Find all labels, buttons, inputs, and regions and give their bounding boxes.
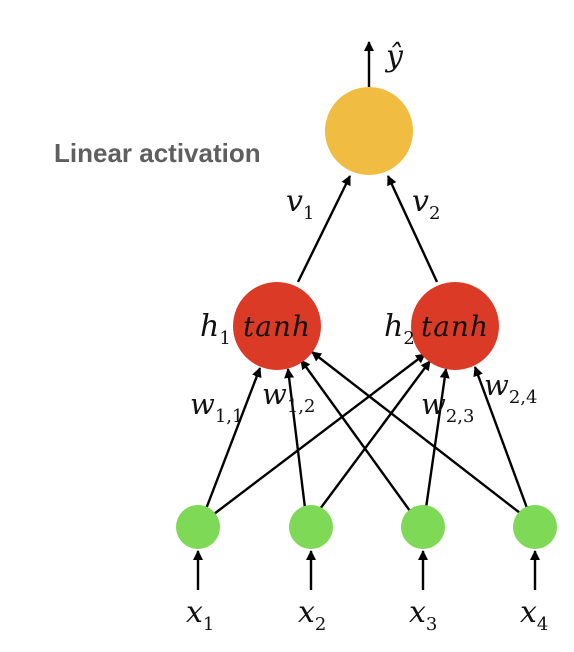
activation-label-h1: tanh — [243, 310, 311, 343]
input-label-x3: x3 — [409, 595, 437, 635]
input-node-x2 — [289, 505, 333, 549]
edges-layer — [193, 41, 540, 590]
edge-h2-output — [386, 175, 439, 283]
edge-x2-h1 — [284, 368, 307, 509]
nodes-layer — [176, 87, 557, 549]
edge-x3-h2 — [424, 368, 450, 509]
edge-h1-output — [296, 175, 352, 283]
hidden-node-h1 — [233, 282, 321, 370]
labels-layer: Linear activation ŷ v1 v2 h1 h2 tanh tan… — [54, 39, 548, 635]
weight-w23-label: w2,3 — [421, 387, 474, 427]
edge-x4-h1 — [311, 351, 521, 514]
weight-w11-label: w1,1 — [190, 387, 243, 427]
weight-v1-label: v1 — [286, 184, 314, 224]
edge-x3-h1 — [300, 359, 411, 512]
activation-label-h2: tanh — [421, 310, 489, 343]
edge-x4-h2 — [473, 366, 529, 509]
output-label: ŷ — [384, 39, 404, 74]
edge-x1-h2 — [213, 353, 426, 515]
hidden-label-h2: h2 — [384, 309, 415, 349]
hidden-node-h2 — [411, 282, 499, 370]
linear-activation-label: Linear activation — [54, 138, 261, 168]
output-node — [325, 87, 413, 175]
hidden-label-h1: h1 — [200, 309, 231, 349]
edge-x2-h2 — [319, 360, 431, 510]
input-label-x4: x4 — [520, 595, 548, 635]
weight-w24-label: w2,4 — [484, 368, 537, 408]
weight-w12-label: w1,2 — [262, 377, 315, 417]
input-label-x2: x2 — [298, 595, 326, 635]
input-node-x1 — [176, 505, 220, 549]
input-node-x4 — [513, 505, 557, 549]
input-node-x3 — [401, 505, 445, 549]
edge-x1-h1 — [204, 367, 262, 510]
input-label-x1: x1 — [186, 595, 214, 635]
weight-v2-label: v2 — [412, 184, 440, 224]
